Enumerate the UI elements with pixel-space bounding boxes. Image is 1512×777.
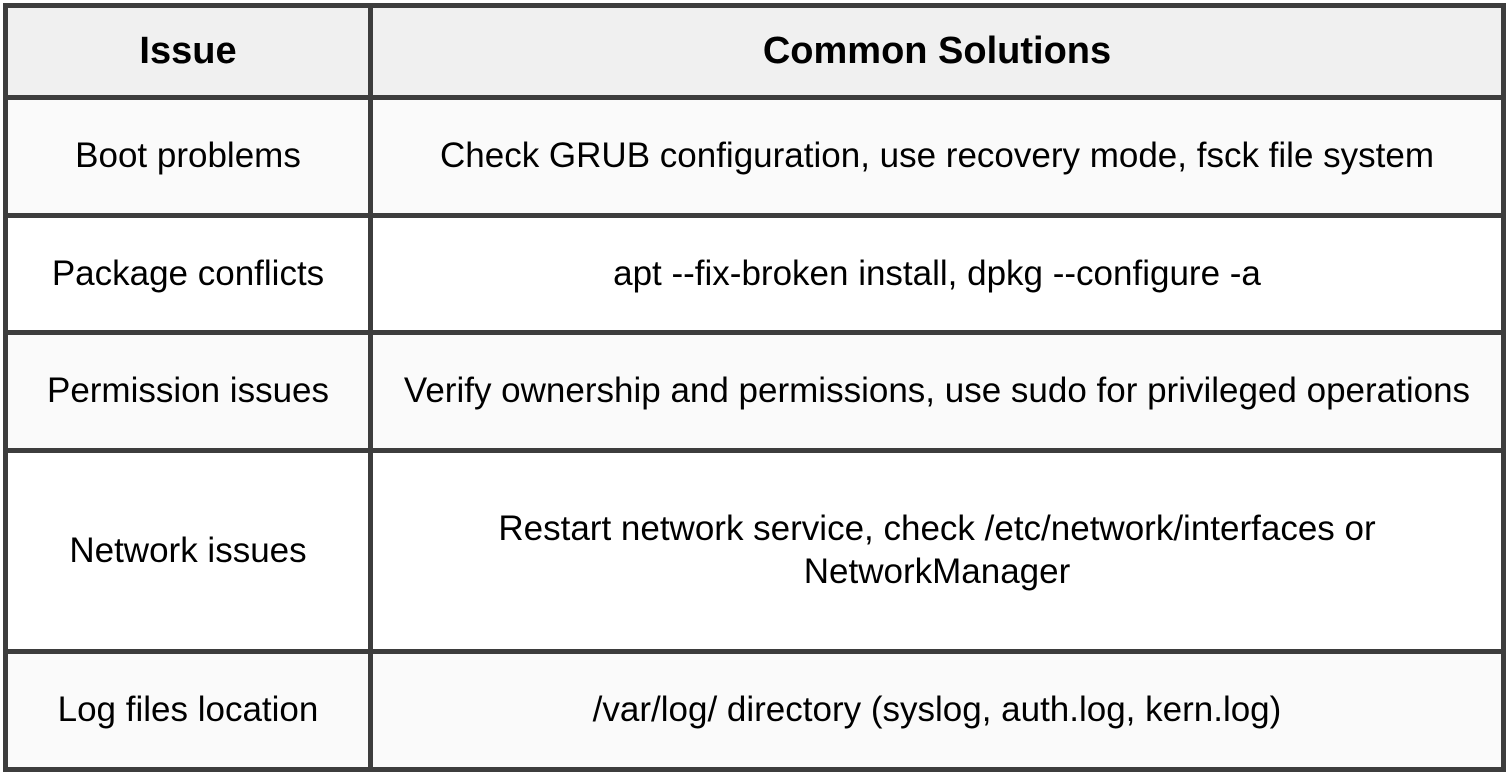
table-header: Issue Common Solutions bbox=[3, 3, 1506, 100]
table-container: Issue Common Solutions Boot problems Che… bbox=[3, 3, 1506, 772]
cell-solution: apt --fix-broken install, dpkg --configu… bbox=[368, 212, 1506, 336]
cell-issue: Boot problems bbox=[3, 95, 373, 218]
cell-solution: Restart network service, check /etc/netw… bbox=[368, 447, 1506, 655]
cell-issue: Permission issues bbox=[3, 330, 373, 453]
column-header-common-solutions: Common Solutions bbox=[368, 3, 1506, 100]
cell-solution: Check GRUB configuration, use recovery m… bbox=[368, 95, 1506, 218]
cell-solution: Verify ownership and permissions, use su… bbox=[368, 330, 1506, 453]
table-row: Package conflicts apt --fix-broken insta… bbox=[3, 212, 1506, 336]
table-body: Boot problems Check GRUB configuration, … bbox=[3, 95, 1506, 772]
table-header-row: Issue Common Solutions bbox=[3, 3, 1506, 100]
cell-solution: /var/log/ directory (syslog, auth.log, k… bbox=[368, 649, 1506, 772]
column-header-issue: Issue bbox=[3, 3, 373, 100]
table-row: Permission issues Verify ownership and p… bbox=[3, 330, 1506, 453]
cell-issue: Network issues bbox=[3, 447, 373, 655]
cell-issue: Package conflicts bbox=[3, 212, 373, 336]
table-row: Boot problems Check GRUB configuration, … bbox=[3, 95, 1506, 218]
table-row: Network issues Restart network service, … bbox=[3, 447, 1506, 655]
issue-solutions-table: Issue Common Solutions Boot problems Che… bbox=[3, 3, 1506, 772]
table-row: Log files location /var/log/ directory (… bbox=[3, 649, 1506, 772]
cell-issue: Log files location bbox=[3, 649, 373, 772]
